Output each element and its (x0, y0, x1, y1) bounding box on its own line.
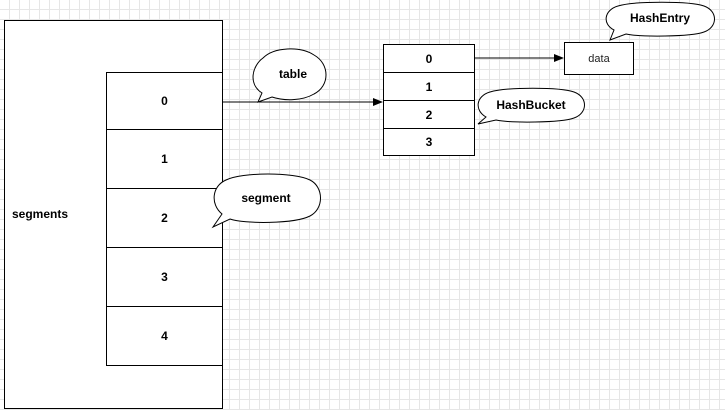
hash-entry-data-box: data (564, 42, 634, 75)
table-callout-bubble: table (252, 48, 327, 103)
segments-label: segments (12, 207, 69, 221)
segment-cell-4: 4 (106, 306, 223, 366)
segment-cell-0: 0 (106, 72, 223, 130)
hash-bucket-callout-bubble: HashBucket (477, 87, 585, 125)
table-cell-2: 2 (383, 100, 475, 129)
table-cell-0: 0 (383, 44, 475, 73)
segment-callout-text: segment (241, 191, 290, 205)
table-callout-text: table (279, 67, 307, 81)
segment-callout-bubble: segment (211, 173, 321, 229)
table-cell-1: 1 (383, 72, 475, 101)
segment-cell-2: 2 (106, 188, 223, 248)
segment-cell-3: 3 (106, 247, 223, 307)
hash-entry-callout-text: HashEntry (630, 11, 690, 25)
segment-cell-1: 1 (106, 129, 223, 189)
table-cell-3: 3 (383, 128, 475, 156)
hash-bucket-callout-text: HashBucket (496, 98, 565, 112)
hash-entry-callout-bubble: HashEntry (605, 1, 715, 41)
